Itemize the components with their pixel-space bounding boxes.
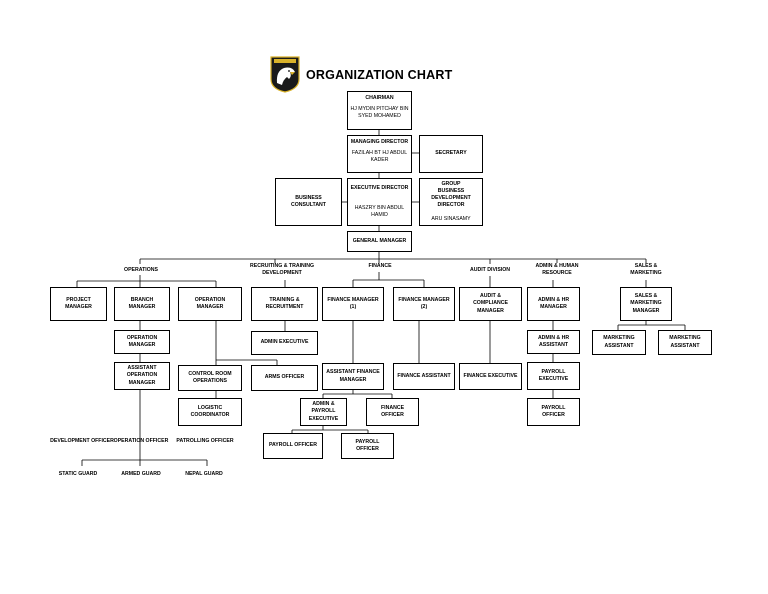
- operation-manager-top-label: OPERATION MANAGER: [194, 296, 226, 310]
- general-manager-label: GENERAL MANAGER: [352, 237, 407, 244]
- admin-executive-label: ADMIN EXECUTIVE: [260, 339, 309, 346]
- admin-payroll-executive-box: ADMIN & PAYROLL EXECUTIVE: [300, 398, 347, 426]
- branch-manager-box: BRANCH MANAGER: [114, 287, 170, 321]
- chairman-box: CHAIRMAN HJ MYDIN PITCHAY BIN SYED MOHAM…: [347, 91, 412, 130]
- marketing-assistant-label-1: MARKETING ASSISTANT: [603, 335, 635, 349]
- executive-director-box: EXECUTIVE DIRECTOR HASZRY BIN ABDUL HAMI…: [347, 178, 412, 226]
- secretary-box: SECRETARY: [419, 135, 483, 173]
- page-title: ORGANIZATION CHART: [306, 68, 453, 82]
- finance-officer-box: FINANCE OFFICER: [366, 398, 419, 426]
- arms-officer-box: ARMS OFFICER: [251, 365, 318, 391]
- finance-manager-1-label: FINANCE MANAGER (1): [327, 296, 379, 310]
- patrolling-officer-label: PATROLLING OFFICER: [176, 438, 234, 444]
- finance-assistant-label: FINANCE ASSISTANT: [397, 372, 451, 379]
- operation-manager-box: OPERATION MANAGER: [114, 330, 170, 354]
- assistant-finance-manager-box: ASSISTANT FINANCE MANAGER: [322, 363, 384, 390]
- assistant-operation-manager-label: ASSISTANT OPERATION MANAGER: [126, 365, 158, 386]
- finance-manager-1-box: FINANCE MANAGER (1): [322, 287, 384, 321]
- payroll-officer-label-3: PAYROLL OFFICER: [541, 404, 566, 418]
- eagle-shield-logo: [270, 56, 300, 93]
- finance-executive-label: FINANCE EXECUTIVE: [463, 372, 518, 379]
- logistic-coordinator-label: LOGISTIC COORDINATOR: [190, 404, 230, 418]
- payroll-executive-box: PAYROLL EXECUTIVE: [527, 362, 580, 390]
- static-guard-label: STATIC GUARD: [58, 471, 98, 477]
- audit-compliance-label: AUDIT & COMPLIANCE MANAGER: [473, 293, 508, 314]
- admin-hr-manager-box: ADMIN & HR MANAGER: [527, 287, 580, 321]
- arms-officer-label: ARMS OFFICER: [264, 374, 305, 381]
- training-recruitment-box: TRAINING & RECRUITMENT: [251, 287, 318, 321]
- division-admin-hr: ADMIN & HUMAN RESOURCE: [535, 263, 579, 277]
- managing-director-title: MANAGING DIRECTOR: [350, 139, 409, 145]
- assistant-finance-manager-label: ASSISTANT FINANCE MANAGER: [326, 369, 380, 383]
- control-room-label: CONTROL ROOM OPERATIONS: [188, 370, 232, 384]
- marketing-assistant-box-2: MARKETING ASSISTANT: [658, 330, 712, 355]
- payroll-officer-box-2: PAYROLL OFFICER: [341, 433, 394, 459]
- executive-director-title: EXECUTIVE DIRECTOR: [350, 184, 409, 191]
- chairman-title: CHAIRMAN: [365, 95, 394, 101]
- armed-guard-label: ARMED GUARD: [121, 471, 161, 477]
- development-officer-label: DEVELOPMENT OFFICER: [50, 438, 114, 444]
- sales-marketing-manager-box: SALES & MARKETING MANAGER: [620, 287, 672, 321]
- payroll-officer-box-1: PAYROLL OFFICER: [263, 433, 323, 459]
- marketing-assistant-box-1: MARKETING ASSISTANT: [592, 330, 646, 355]
- managing-director-box: MANAGING DIRECTOR FAZILAH BT HJ ABDUL KA…: [347, 135, 412, 173]
- admin-hr-assistant-label: ADMIN & HR ASSISTANT: [537, 334, 570, 348]
- operation-manager-label: OPERATION MANAGER: [126, 334, 158, 348]
- group-bd-director-title: GROUP BUSINESS DEVELOPMENT DIRECTOR: [431, 181, 471, 209]
- group-bd-director-box: GROUP BUSINESS DEVELOPMENT DIRECTOR ARU …: [419, 178, 483, 226]
- audit-compliance-box: AUDIT & COMPLIANCE MANAGER: [459, 287, 522, 321]
- payroll-officer-label-2: PAYROLL OFFICER: [355, 438, 380, 452]
- general-manager-box: GENERAL MANAGER: [347, 231, 412, 252]
- branch-manager-label: BRANCH MANAGER: [128, 296, 156, 310]
- business-consultant-label: BUSINESS CONSULTANT: [291, 194, 326, 208]
- logistic-coordinator-box: LOGISTIC COORDINATOR: [178, 398, 242, 426]
- marketing-assistant-label-2: MARKETING ASSISTANT: [669, 335, 701, 349]
- payroll-officer-box-3: PAYROLL OFFICER: [527, 398, 580, 426]
- finance-officer-label: FINANCE OFFICER: [380, 404, 405, 418]
- finance-assistant-box: FINANCE ASSISTANT: [393, 363, 455, 390]
- finance-executive-box: FINANCE EXECUTIVE: [459, 363, 522, 390]
- executive-director-name: HASZRY BIN ABDUL HAMID: [354, 205, 405, 219]
- business-consultant-box: BUSINESS CONSULTANT: [275, 178, 342, 226]
- project-manager-label: PROJECT MANAGER: [65, 296, 92, 310]
- managing-director-name: FAZILAH BT HJ ABDUL KADER: [351, 150, 408, 164]
- division-sales: SALES & MARKETING: [630, 263, 662, 277]
- chairman-name: HJ MYDIN PITCHAY BIN SYED MOHAMED: [350, 106, 409, 120]
- sales-marketing-manager-label: SALES & MARKETING MANAGER: [630, 293, 662, 314]
- operation-manager-top-box: OPERATION MANAGER: [178, 287, 242, 321]
- operation-officer-label: OPERATION OFFICER: [113, 438, 169, 444]
- payroll-executive-label: PAYROLL EXECUTIVE: [538, 368, 569, 382]
- training-recruitment-label: TRAINING & RECRUITMENT: [265, 296, 304, 310]
- division-audit: AUDIT DIVISION: [469, 267, 511, 273]
- assistant-operation-manager-box: ASSISTANT OPERATION MANAGER: [114, 362, 170, 390]
- control-room-box: CONTROL ROOM OPERATIONS: [178, 365, 242, 391]
- division-finance: FINANCE: [368, 263, 392, 269]
- division-operations: OPERATIONS: [124, 267, 158, 273]
- finance-manager-2-label: FINANCE MANAGER (2): [398, 296, 450, 310]
- payroll-officer-label-1: PAYROLL OFFICER: [268, 442, 318, 449]
- division-recruiting: RECRUITING & TRAINING DEVELOPMENT: [250, 263, 314, 277]
- nepal-guard-label: NEPAL GUARD: [185, 471, 223, 477]
- secretary-label: SECRETARY: [435, 150, 467, 157]
- admin-hr-assistant-box: ADMIN & HR ASSISTANT: [527, 330, 580, 354]
- admin-executive-box: ADMIN EXECUTIVE: [251, 331, 318, 355]
- admin-hr-manager-label: ADMIN & HR MANAGER: [537, 296, 570, 310]
- finance-manager-2-box: FINANCE MANAGER (2): [393, 287, 455, 321]
- admin-payroll-executive-label: ADMIN & PAYROLL EXECUTIVE: [308, 401, 339, 422]
- group-bd-director-name: ARU SINASAMY: [431, 215, 471, 222]
- project-manager-box: PROJECT MANAGER: [50, 287, 107, 321]
